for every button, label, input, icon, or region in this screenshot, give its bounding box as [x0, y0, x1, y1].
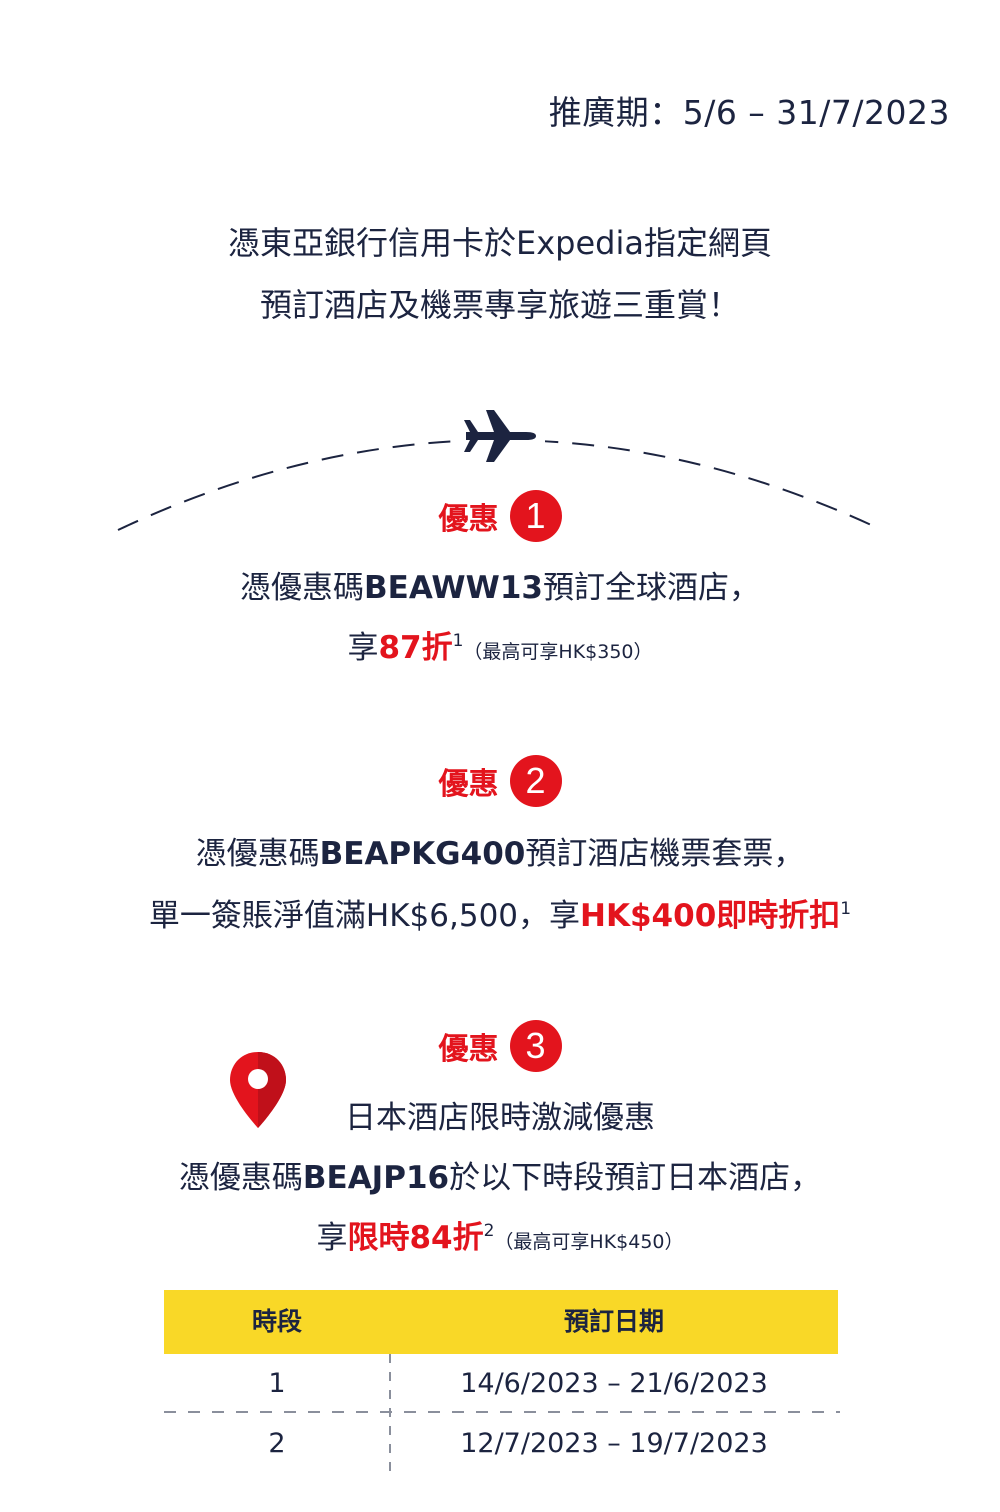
table-row-2-dates: 12/7/2023 – 19/7/2023	[460, 1428, 768, 1459]
offer-1-cap: （最高可享HK$350）	[463, 641, 653, 663]
promo-period: 推廣期：5/6 – 31/7/2023	[548, 93, 950, 132]
offer-2-prefix: 憑優惠碼	[195, 836, 320, 872]
offer-3-prefix: 憑優惠碼	[178, 1160, 303, 1196]
offer-2-line-1: 憑優惠碼BEAPKG400預訂酒店機票套票，	[0, 828, 1000, 873]
offer-2-discount: HK$400即時折扣	[580, 898, 841, 934]
offer-3-line-1: 憑優惠碼BEAJP16於以下時段預訂日本酒店，	[0, 1152, 1000, 1197]
offer-3-number-badge: 3	[509, 1020, 562, 1072]
table-grid-lines	[164, 1354, 840, 1478]
offer-2-number-badge: 2	[509, 755, 562, 807]
offer-2-condition: 單一簽賬淨值滿HK$6,500，享	[148, 898, 581, 934]
flight-path-arc	[117, 439, 883, 531]
offer-1-line-1: 憑優惠碼BEAWW13預訂全球酒店，	[0, 562, 1000, 607]
offer-1-label: 優惠	[438, 502, 499, 537]
offer-2-line-2: 單一簽賬淨值滿HK$6,500，享HK$400即時折扣1	[0, 890, 1000, 935]
location-pin-icon	[230, 1052, 286, 1128]
offer-1-footnote-ref: 1	[452, 631, 464, 651]
offer-3-subtitle: 日本酒店限時激減優惠	[345, 1100, 655, 1136]
offer-1-prefix: 憑優惠碼	[240, 570, 365, 606]
offer-2-suffix: 預訂酒店機票套票，	[525, 836, 805, 872]
offer-1-promo-code: BEAWW13	[364, 570, 543, 606]
airplane-icon	[464, 410, 536, 462]
offer-2-label: 優惠	[438, 767, 499, 802]
offer-1-enjoy: 享	[347, 630, 379, 666]
offer-3-promo-code: BEAJP16	[302, 1160, 450, 1196]
offer-2-title: 優惠 2	[0, 755, 1000, 807]
offer-2-footnote-ref: 1	[840, 899, 852, 919]
offer-1-discount: 87折	[378, 630, 453, 666]
offer-2-promo-code: BEAPKG400	[319, 836, 526, 872]
offer-3-enjoy: 享	[316, 1220, 348, 1256]
table-header-period: 時段	[251, 1307, 302, 1336]
offer-3-label: 優惠	[438, 1032, 499, 1067]
offer-1-title: 優惠 1	[0, 490, 1000, 542]
offer-1-number-badge: 1	[509, 490, 562, 542]
headline-line-1: 憑東亞銀行信用卡於Expedia指定網頁	[228, 224, 772, 262]
offer-1-suffix: 預訂全球酒店，	[542, 570, 760, 606]
offer-3-title: 優惠 3	[0, 1020, 1000, 1072]
offer-3-footnote-ref: 2	[483, 1221, 495, 1241]
offer-3-suffix: 於以下時段預訂日本酒店，	[449, 1160, 822, 1196]
booking-periods-table-header	[164, 1290, 838, 1354]
headline-line-2: 預訂酒店及機票專享旅遊三重賞！	[259, 286, 740, 324]
table-row-2-period: 2	[268, 1428, 286, 1459]
offer-3-line-2: 享限時84折2（最高可享HK$450）	[0, 1212, 1000, 1257]
flight-path	[117, 410, 883, 531]
offer-1-line-2: 享87折1（最高可享HK$350）	[0, 622, 1000, 667]
table-row-1-dates: 14/6/2023 – 21/6/2023	[460, 1368, 768, 1399]
offer-3-discount: 限時84折	[347, 1220, 484, 1256]
table-header-booking-date: 預訂日期	[563, 1307, 664, 1336]
offer-3-cap: （最高可享HK$450）	[494, 1231, 684, 1253]
table-row-1-period: 1	[268, 1368, 286, 1399]
